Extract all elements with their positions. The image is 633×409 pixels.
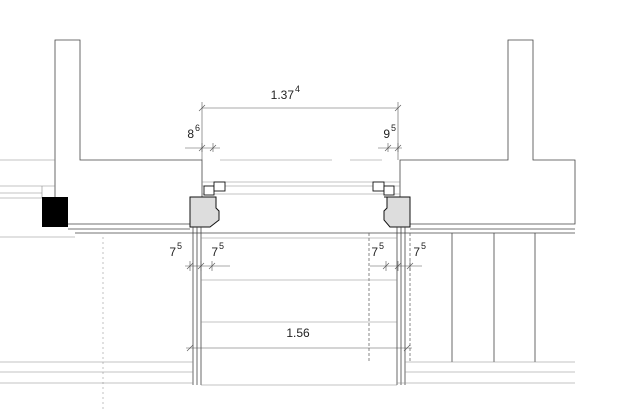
dim-left-frame-sup: 6 xyxy=(195,123,200,133)
slab-lines xyxy=(68,159,575,234)
dim-bottom-span-label: 1.56 xyxy=(286,326,310,340)
left-jamb-profile xyxy=(189,181,226,228)
left-wall xyxy=(54,39,203,225)
dim-left-b-label: 7 xyxy=(211,245,218,259)
dim-left-frame-label: 8 xyxy=(187,127,194,141)
right-jamb-profile xyxy=(372,181,411,228)
dim-interior-lines xyxy=(201,237,397,323)
bottom-lines xyxy=(0,361,575,386)
dim-lower-row xyxy=(185,261,422,271)
dim-right-a-label: 7 xyxy=(371,245,378,259)
dim-left-b-sup: 5 xyxy=(219,241,224,251)
dashed-leaf-outline xyxy=(368,233,411,362)
dim-right-b-sup: 5 xyxy=(421,241,426,251)
dim-top-span-label: 1.37 xyxy=(271,88,295,102)
left-exterior-layers xyxy=(0,159,75,238)
dim-left-a-label: 7 xyxy=(169,245,176,259)
dim-right-frame-sup: 5 xyxy=(391,123,396,133)
dim-top-span-sup: 4 xyxy=(295,84,300,94)
dim-top-span xyxy=(198,102,402,160)
dim-right-b-label: 7 xyxy=(413,245,420,259)
dim-right-a-sup: 5 xyxy=(379,241,384,251)
solid-post xyxy=(42,197,68,227)
right-wall xyxy=(399,39,576,225)
dim-left-a-sup: 5 xyxy=(177,241,182,251)
dim-right-frame-label: 9 xyxy=(383,127,390,141)
vertical-mullions xyxy=(192,227,536,385)
dim-bottom-span xyxy=(186,344,412,352)
dim-frame-row xyxy=(185,143,402,152)
